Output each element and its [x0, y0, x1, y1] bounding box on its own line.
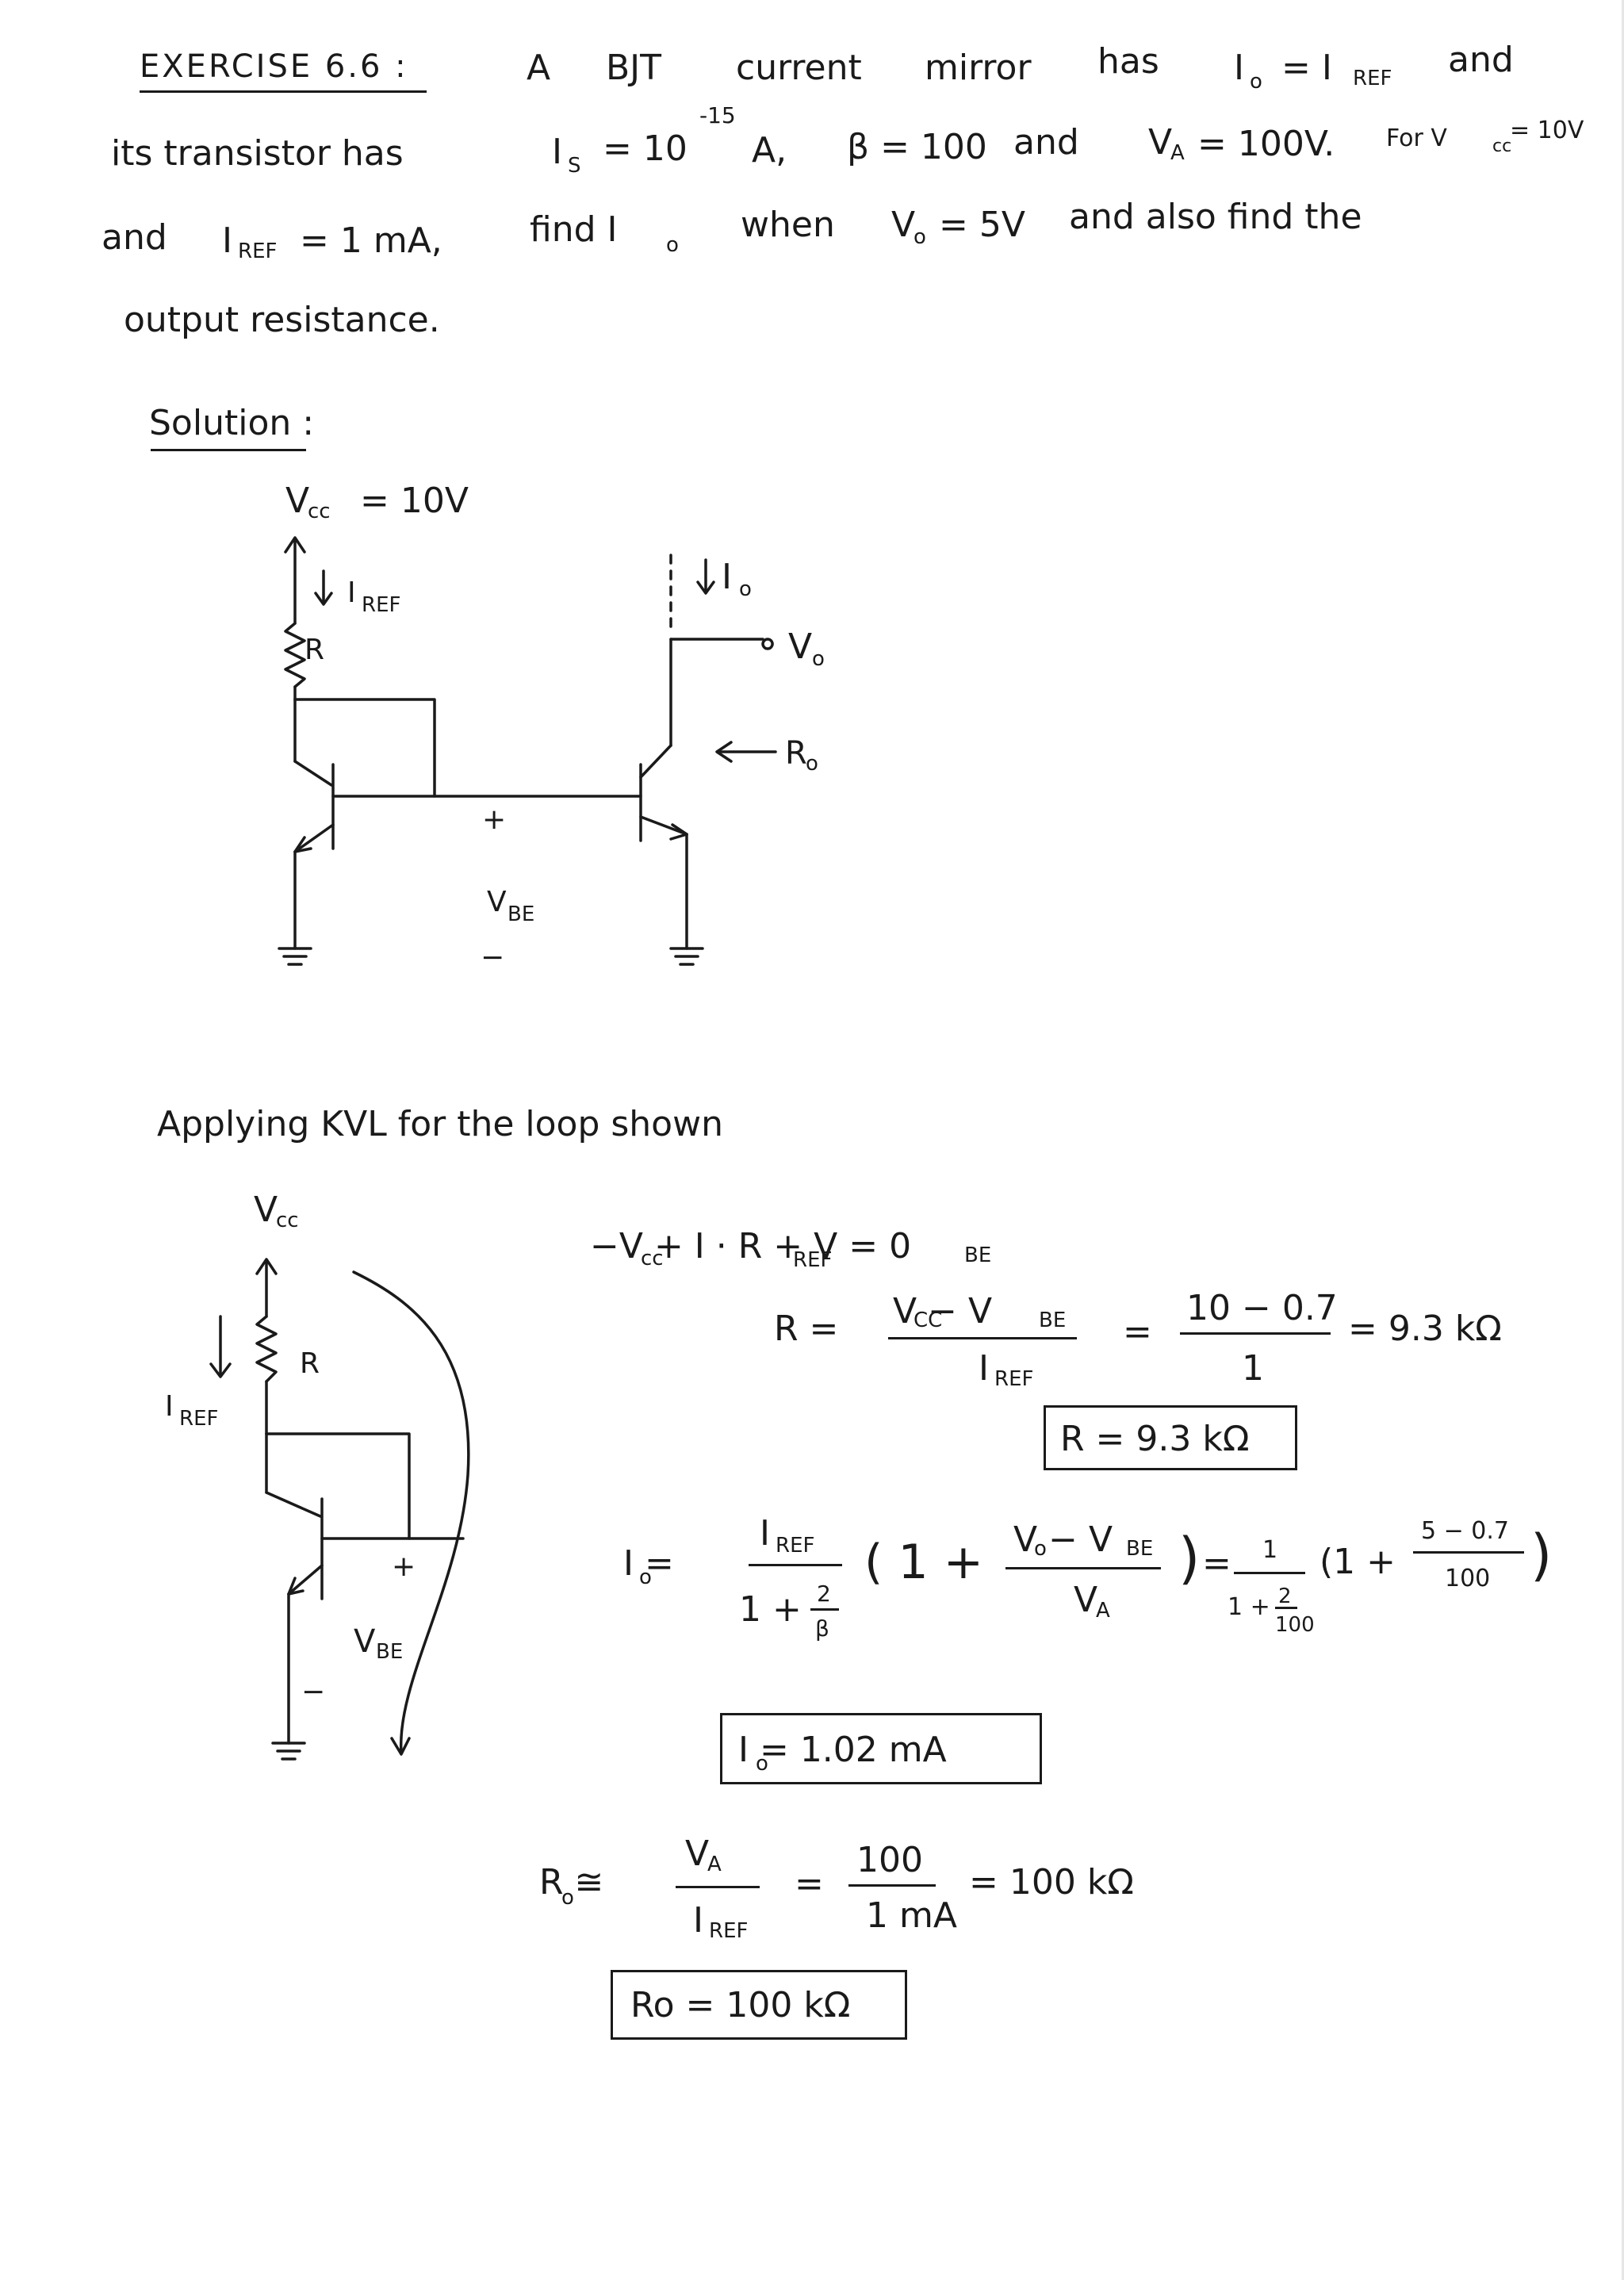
- resistor-r-label: R: [304, 634, 325, 666]
- io-numerator: I: [760, 1513, 770, 1554]
- vbe-minus: −: [481, 941, 505, 974]
- va-value: = 100V.: [1197, 124, 1335, 164]
- text-mirror: mirror: [925, 48, 1032, 88]
- is-value: = 10: [603, 128, 688, 169]
- also-find: and also find the: [1069, 197, 1362, 237]
- ro-eq2: =: [795, 1864, 824, 1904]
- ro-eq-lhs: R ≅: [539, 1862, 604, 1903]
- text-and: and: [1448, 40, 1514, 80]
- r-result-box: R = 9.3 kΩ: [1044, 1405, 1297, 1470]
- scan-edge: [1622, 0, 1624, 2280]
- find-io: find I: [530, 209, 618, 250]
- r-numerator-2: 10 − 0.7: [1186, 1288, 1338, 1328]
- text-bjt: BJT: [606, 48, 662, 88]
- r-numerator: V − V: [893, 1291, 993, 1332]
- io-rhs-frac-den: 100: [1445, 1565, 1491, 1592]
- kvl-vcc-label: V: [254, 1190, 278, 1230]
- line4-text: output resistance.: [124, 300, 440, 340]
- r-eq2: =: [1123, 1312, 1152, 1352]
- r-result: = 9.3 kΩ: [1348, 1309, 1502, 1349]
- io-denominator: 1 +: [739, 1589, 802, 1630]
- iref-arrow-label: I: [347, 577, 356, 609]
- vo-node-label: V: [788, 627, 813, 667]
- ro-box-text: Ro = 100 kΩ: [630, 1985, 851, 2025]
- line3-and: and: [102, 217, 167, 258]
- ro-result-box: Ro = 100 kΩ: [611, 1970, 907, 2040]
- r-eq-lhs: R =: [774, 1309, 839, 1349]
- text-and-2: and: [1013, 122, 1079, 163]
- io-rhs-den: 1 +: [1228, 1593, 1270, 1621]
- vcc-value: = 10V: [1510, 117, 1584, 144]
- io-equals-iref: = I: [1281, 48, 1332, 88]
- is-exponent: -15: [699, 102, 736, 128]
- io-den-num: 2: [817, 1581, 831, 1607]
- ro-numerator-2: 100: [856, 1840, 923, 1880]
- vcc-top-label: V: [285, 481, 310, 521]
- va-symbol: V: [1148, 122, 1173, 163]
- kvl-heading: Applying KVL for the loop shown: [157, 1104, 723, 1144]
- line2-text: its transistor has: [111, 133, 404, 174]
- exercise-heading: EXERCISE 6.6 :: [140, 48, 408, 85]
- text-has: has: [1097, 41, 1159, 82]
- vo-value: = 5V: [939, 205, 1025, 245]
- kvl-r-label: R: [300, 1347, 320, 1380]
- io-symbol: I: [1234, 48, 1244, 88]
- for-vcc: For V: [1386, 125, 1447, 152]
- io-v-denominator: V: [1074, 1580, 1098, 1620]
- kvl-iref-label: I: [165, 1390, 174, 1423]
- iref-value: = 1 mA,: [300, 220, 442, 261]
- is-unit: A,: [752, 130, 787, 171]
- ro-result: = 100 kΩ: [969, 1862, 1134, 1903]
- vbe-label: V: [487, 886, 507, 918]
- text-current: current: [736, 48, 862, 88]
- io-eq-lhs: I =: [623, 1543, 674, 1584]
- io-arrow-label: I: [722, 557, 732, 597]
- io-rhs-eq: =: [1202, 1543, 1231, 1584]
- vcc-top-value: = 10V: [360, 481, 469, 521]
- kvl-equation: −V + I · R + V = 0: [590, 1226, 912, 1266]
- heading-underline: [140, 90, 427, 93]
- io-rhs-paren: (1 +: [1320, 1542, 1396, 1582]
- text-a: A: [527, 48, 551, 88]
- io-den-beta: β: [815, 1615, 829, 1642]
- ro-denominator-2: 1 mA: [866, 1895, 957, 1936]
- r-denominator-2: 1: [1242, 1348, 1264, 1389]
- beta-value: β = 100: [847, 127, 987, 167]
- text-when: when: [741, 205, 835, 245]
- io-rhs-num: 1: [1262, 1536, 1278, 1564]
- io-result-box: I = 1.02 mA o: [720, 1713, 1042, 1784]
- vbe-plus: +: [482, 803, 507, 836]
- io-paren-open: ( 1 +: [864, 1535, 983, 1590]
- ro-arrow-label: R: [785, 735, 807, 772]
- ro-denominator: I: [693, 1900, 703, 1941]
- solution-underline: [151, 449, 306, 451]
- vo-symbol: V: [891, 205, 916, 245]
- kvl-plus: +: [392, 1550, 416, 1583]
- r-denominator: I: [979, 1348, 989, 1389]
- io-rhs-frac-num: 5 − 0.7: [1421, 1517, 1510, 1545]
- r-box-text: R = 9.3 kΩ: [1060, 1419, 1250, 1459]
- io-v-numerator: V − V: [1013, 1519, 1113, 1560]
- kvl-vbe-label: V: [354, 1623, 376, 1660]
- is-symbol: I: [552, 132, 562, 172]
- io-box-text: I = 1.02 mA: [738, 1730, 947, 1770]
- ro-numerator: V: [685, 1834, 710, 1874]
- solution-heading: Solution :: [149, 403, 315, 443]
- kvl-minus: −: [301, 1676, 326, 1708]
- io-rhs-den-den: 100: [1275, 1613, 1315, 1637]
- iref-symbol: I: [222, 220, 232, 261]
- io-rhs-den-num: 2: [1278, 1585, 1292, 1608]
